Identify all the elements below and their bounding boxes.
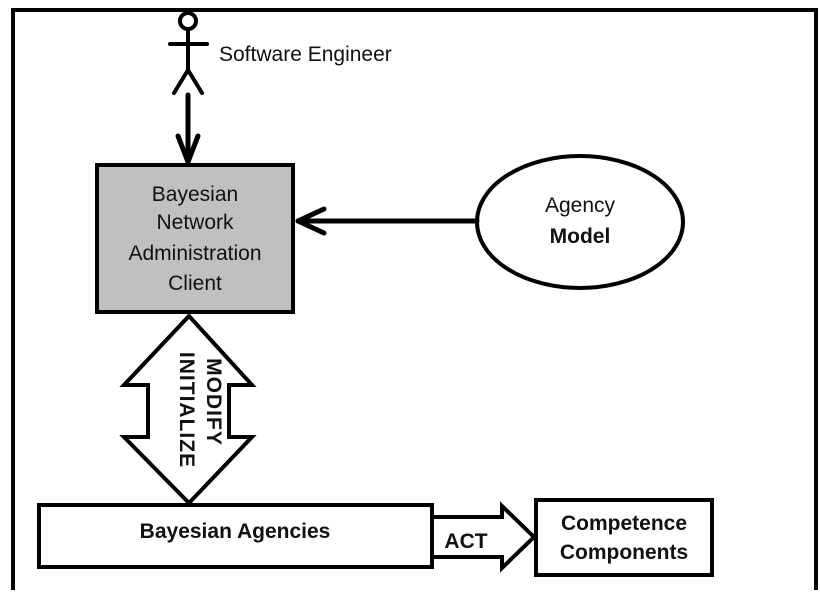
diagram-frame <box>11 8 818 590</box>
agency-model-line-2: Model <box>550 225 611 248</box>
bayesian-agencies-box <box>37 503 434 569</box>
bn-administration-client-box <box>95 163 295 314</box>
software-engineer-label: Software Engineer <box>219 43 392 66</box>
competence-line-1: Competence <box>561 512 687 535</box>
bayesian-agencies-label: Bayesian Agencies <box>140 520 331 543</box>
act-arrow <box>430 501 537 573</box>
agency-model-ellipse <box>475 154 685 290</box>
model-to-client-arrow <box>295 206 480 236</box>
agency-model-line-1: Agency <box>545 194 616 217</box>
bn-client-line-1: Bayesian <box>152 183 238 206</box>
bn-client-line-2: Network <box>156 211 234 234</box>
competence-components-box <box>534 498 714 577</box>
modify-label: MODIFY <box>202 358 225 446</box>
initialize-label: INITIALIZE <box>175 352 198 468</box>
act-label: ACT <box>444 530 487 553</box>
software-engineer-actor-icon <box>168 11 209 95</box>
competence-line-2: Components <box>560 541 688 564</box>
bn-client-line-4: Client <box>168 272 222 295</box>
actor-to-client-arrow <box>175 92 201 165</box>
bn-client-line-3: Administration <box>128 242 261 265</box>
